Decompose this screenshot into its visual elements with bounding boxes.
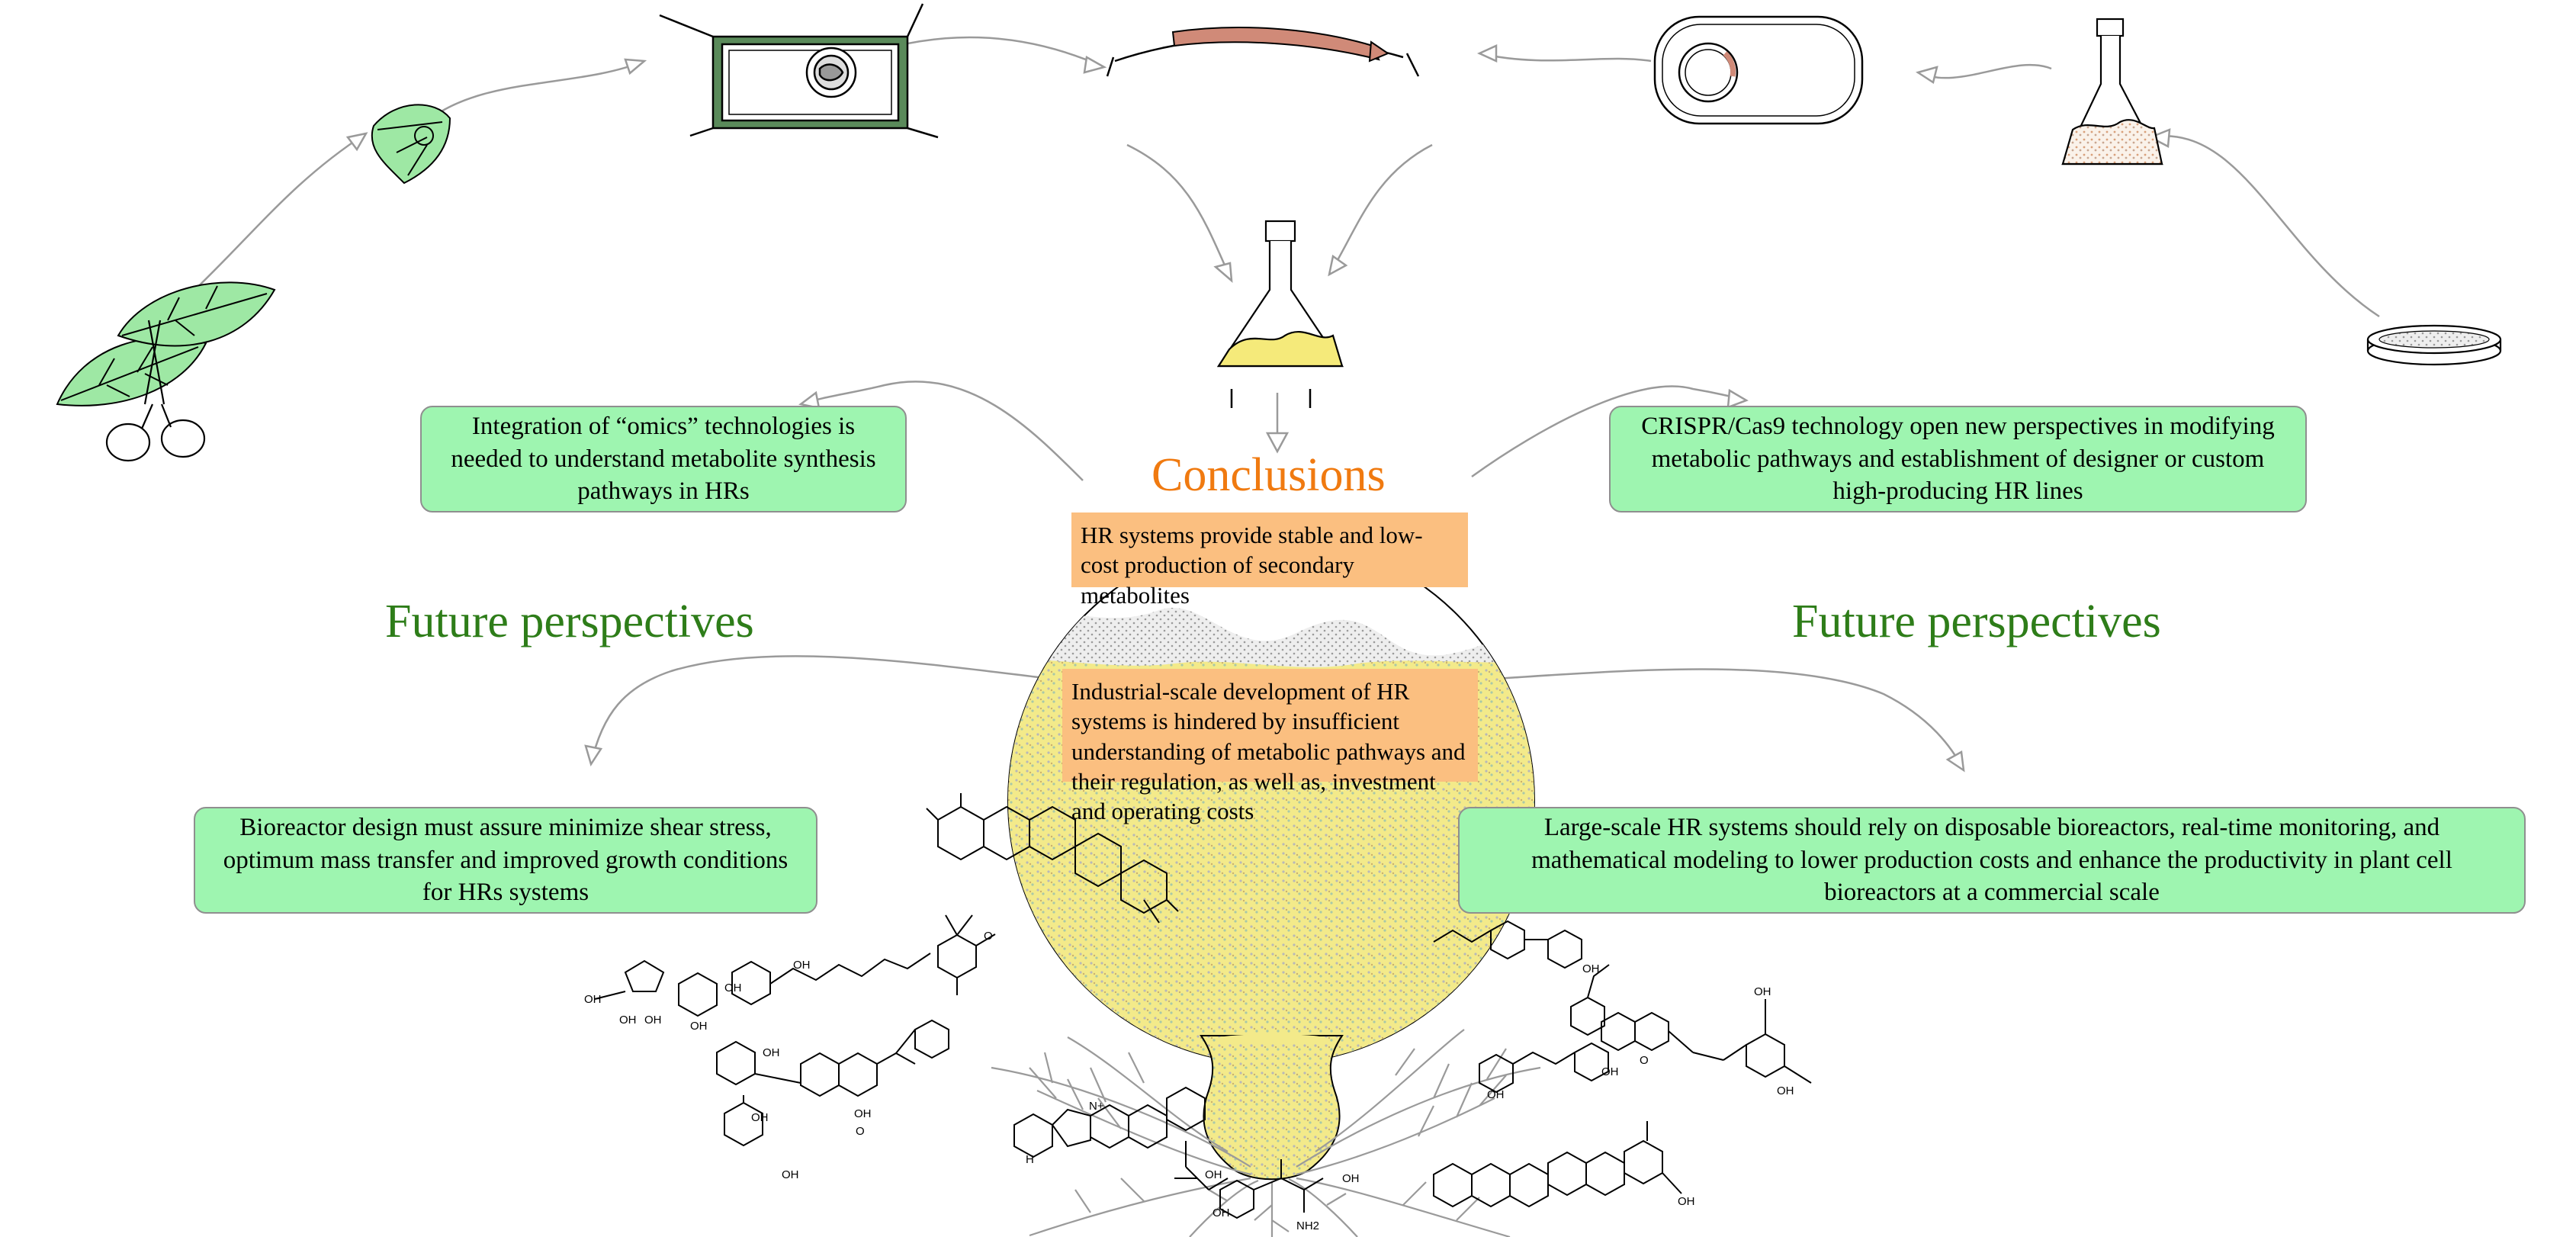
label-o: O <box>984 930 993 943</box>
chemical-structures-icon <box>594 793 1812 1219</box>
label-o: O <box>856 1125 865 1138</box>
label-oh: OH <box>690 1020 708 1033</box>
perspective-box-large-scale: Large-scale HR systems should rely on di… <box>1458 807 2526 914</box>
scissors-icon <box>105 320 206 462</box>
label-oh: OH <box>584 993 602 1006</box>
label-oh: OH <box>763 1046 780 1059</box>
future-perspectives-heading-right: Future perspectives <box>1792 596 2161 647</box>
future-perspectives-heading-left: Future perspectives <box>385 596 754 647</box>
label-oh: OH <box>1678 1195 1695 1208</box>
label-oh: OH <box>1601 1065 1619 1078</box>
co-culture-flask-icon <box>1216 220 1344 368</box>
bacterium-plasmid-icon <box>1653 15 1864 125</box>
label-o: O <box>1640 1054 1649 1067</box>
arrow-gene-to-coculture-left <box>1126 143 1233 281</box>
perspective-box-bioreactor-design: Bioreactor design must assure minimize s… <box>194 807 817 914</box>
label-oh: OH <box>619 1014 637 1027</box>
label-oh: OH <box>1582 962 1600 975</box>
pathway-arrows <box>186 36 2380 454</box>
label-oh: OH <box>782 1168 799 1181</box>
bacterial-culture-flask-icon <box>2061 18 2163 165</box>
arrow-gene-to-coculture-right <box>1328 143 1433 275</box>
label-oh: OH <box>1754 985 1771 998</box>
label-oh: OH <box>854 1107 872 1120</box>
label-oh: OH <box>1777 1084 1794 1097</box>
label-nh: H <box>1026 1153 1034 1166</box>
chemical-atom-labels: OH OH OH OH OH OH O OH OH OH OH O H N+ O… <box>584 930 1794 1232</box>
label-oh: OH <box>1213 1206 1230 1219</box>
hairy-roots-icon <box>991 1029 1541 1237</box>
label-oh: OH <box>751 1111 769 1124</box>
conclusions-title: Conclusions <box>1151 449 1386 501</box>
perspective-box-omics: Integration of “omics” technologies is n… <box>420 406 907 512</box>
leaf-explant-icon <box>56 281 276 406</box>
gene-construct-icon <box>1106 27 1420 77</box>
petri-dish-icon <box>2366 324 2502 366</box>
arrow-bacterium-to-gene <box>1479 52 1652 63</box>
label-n-plus: N+ <box>1089 1100 1104 1113</box>
label-oh: OH <box>724 982 742 994</box>
label-oh: OH <box>644 1014 662 1027</box>
arrow-explant-to-disc <box>186 132 367 298</box>
plant-cell-icon <box>659 3 939 139</box>
label-oh: OH <box>793 959 811 972</box>
arrow-dish-to-flask <box>2150 135 2380 318</box>
label-oh: OH <box>1342 1172 1360 1185</box>
label-nh2: NH2 <box>1296 1219 1319 1232</box>
conclusion-box-stable-production: HR systems provide stable and low-cost p… <box>1071 512 1468 609</box>
conclusion-box-industrial-scale: Industrial-scale development of HR syste… <box>1062 669 1478 824</box>
leaf-disc-icon <box>371 104 451 185</box>
arrow-disc-to-cell <box>430 59 645 120</box>
label-oh: OH <box>1205 1168 1222 1181</box>
perspective-box-crispr: CRISPR/Cas9 technology open new perspect… <box>1609 406 2307 512</box>
perspective-arrows <box>584 381 1965 773</box>
label-oh: OH <box>1487 1088 1505 1101</box>
